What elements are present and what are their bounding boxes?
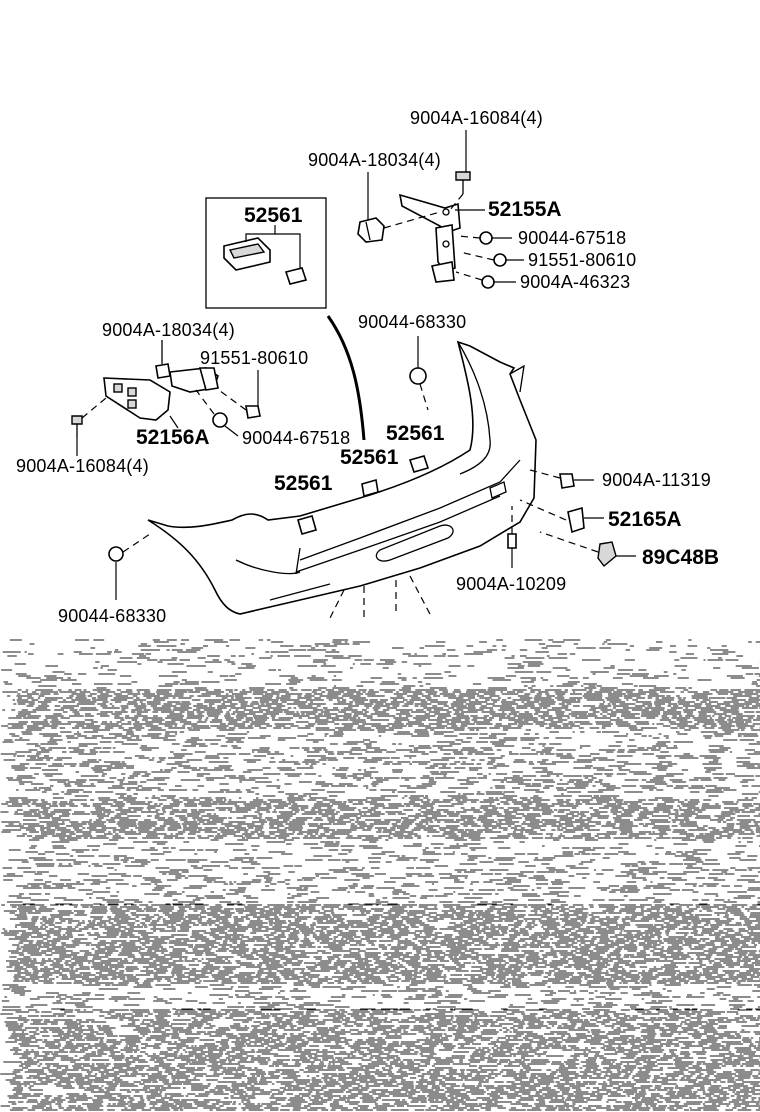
callout-90044-68330-upper: 90044-68330 [358, 312, 466, 332]
bumper-clips [108, 336, 636, 600]
scan-noise-area [0, 639, 760, 1111]
clip-52561-inset [205, 197, 327, 309]
bracket-52156a-assembly [71, 340, 261, 438]
callout-9004a-18034-top: 9004A-18034(4) [308, 150, 441, 170]
callout-9004a-16084-top: 9004A-16084(4) [410, 108, 543, 128]
callout-91551-80610-left: 91551-80610 [200, 348, 308, 368]
callout-52165a: 52165A [608, 508, 682, 531]
callout-52561-inset: 52561 [244, 204, 303, 227]
callout-52561-a: 52561 [386, 422, 445, 445]
callout-52561-c: 52561 [274, 472, 333, 495]
callout-52155a: 52155A [488, 198, 562, 221]
callout-91551-80610-top: 91551-80610 [528, 250, 636, 270]
callout-52561-b: 52561 [340, 446, 399, 469]
callout-9004a-16084-left: 9004A-16084(4) [16, 456, 149, 476]
callout-9004a-10209: 9004A-10209 [456, 574, 566, 594]
rear-bumper-cover [147, 340, 537, 620]
callout-9004a-46323: 9004A-46323 [520, 272, 630, 292]
callout-9004a-18034-left: 9004A-18034(4) [102, 320, 235, 340]
bracket-52155a-assembly [357, 171, 507, 289]
callout-90044-67518-top: 90044-67518 [518, 228, 626, 248]
callout-89c48b: 89C48B [642, 546, 719, 569]
callout-90044-67518-left: 90044-67518 [242, 428, 350, 448]
callout-90044-68330-lower: 90044-68330 [58, 606, 166, 626]
callout-52156a: 52156A [136, 426, 210, 449]
callout-9004a-11319: 9004A-11319 [602, 470, 711, 490]
